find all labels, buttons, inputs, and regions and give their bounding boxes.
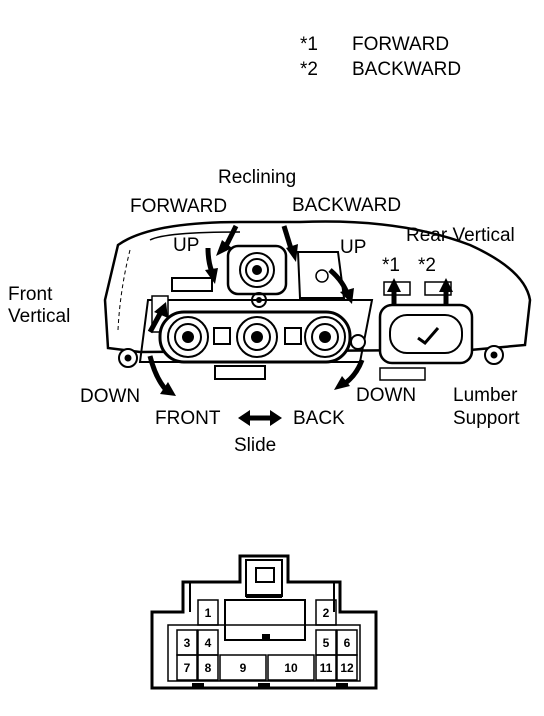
pin-label-11: 11 <box>320 661 333 675</box>
pin-label-6: 6 <box>344 636 351 650</box>
connector-top-slot <box>224 599 306 641</box>
housing-rim <box>149 231 241 241</box>
pin-label-3: 3 <box>184 636 191 650</box>
pin-cell-7 <box>176 654 198 681</box>
front-knob-ring-2 <box>174 323 202 351</box>
pin-cell-2 <box>315 599 337 626</box>
reclining-label: Reclining <box>218 167 297 188</box>
lumber-switch-frame <box>378 303 474 365</box>
front-vertical-label-line2: Vertical <box>8 306 71 327</box>
slide-back-label: BACK <box>293 408 345 429</box>
connector-nub-left <box>192 683 204 688</box>
center-knob-ring-3 <box>251 331 263 343</box>
rear-bracket-hole <box>315 269 329 283</box>
lumber-bottom-tab <box>379 367 426 381</box>
pin-label-8: 8 <box>205 661 212 675</box>
connector-nub-right <box>336 683 348 688</box>
pin-cell-9 <box>219 654 267 681</box>
lumber-switch-inner <box>389 314 463 354</box>
lumber-forward-arrowhead <box>387 278 401 292</box>
reclining-pivot <box>251 292 267 308</box>
center-mount-lug <box>350 334 366 350</box>
legend-key-2: *2 <box>300 59 318 80</box>
connector-inner-frame <box>167 624 361 682</box>
rear-down-arrowhead <box>334 376 350 390</box>
pin-label-7: 7 <box>184 661 191 675</box>
front-down-label: DOWN <box>80 386 141 407</box>
center-knob-ring-2 <box>243 323 271 351</box>
rear-bracket <box>296 251 346 299</box>
front-up-arrow <box>205 247 215 273</box>
switch-housing-outline <box>103 220 532 354</box>
lumber-backward-arrowhead <box>439 278 453 292</box>
slide-front-label: FRONT <box>155 408 221 429</box>
front-up-label: UP <box>173 235 200 256</box>
pin-label-10: 10 <box>284 661 298 675</box>
rear-down-arrow <box>342 359 365 387</box>
pin-label-2: 2 <box>323 606 330 620</box>
legend-value-2: BACKWARD <box>352 59 462 80</box>
reclining-knob-ring-1 <box>239 252 275 288</box>
left-mount-lug-hole <box>124 354 132 362</box>
reclining-forward-label: FORWARD <box>130 196 228 217</box>
reclining-forward-arrowhead <box>216 240 232 256</box>
rear-vertical-label: Rear Vertical <box>406 225 515 246</box>
center-knob-ring-1 <box>236 316 278 358</box>
rear-up-arrowhead <box>340 288 354 304</box>
pin-label-12: 12 <box>340 661 354 675</box>
rear-knob-ring-3 <box>319 331 331 343</box>
lumber-support-label-line2: Support <box>453 408 520 429</box>
pin-cell-8 <box>197 654 219 681</box>
slide-label: Slide <box>234 435 277 456</box>
pin-cell-11 <box>315 654 337 681</box>
connector-diagram: 1 2 3 4 5 6 7 8 9 10 11 12 <box>150 554 378 690</box>
front-vertical-label-line1: Front <box>8 284 53 305</box>
pin-label-1: 1 <box>205 606 212 620</box>
rear-knob-ring-2 <box>311 323 339 351</box>
lumber-star1-label: *1 <box>382 255 400 276</box>
pin-cell-10 <box>267 654 315 681</box>
rear-knob-ring-1 <box>304 316 346 358</box>
connector-latch-window <box>255 567 275 583</box>
rear-down-label: DOWN <box>356 385 417 406</box>
pin-cell-1 <box>197 599 219 626</box>
front-knob-square <box>213 327 231 345</box>
slide-tab <box>214 365 266 380</box>
rear-up-label: UP <box>340 237 367 258</box>
legend-value-1: FORWARD <box>352 34 450 55</box>
slide-arrow-left-head <box>238 410 250 426</box>
reclining-backward-arrowhead <box>286 244 298 262</box>
lumber-support-label-line1: Lumber <box>453 385 518 406</box>
right-mount-lug-hole <box>490 351 498 359</box>
reclining-knob-ring-3 <box>252 265 262 275</box>
front-knob-ring-1 <box>167 316 209 358</box>
slide-arrow-right-head <box>270 410 282 426</box>
lumber-star2-label: *2 <box>418 255 436 276</box>
connector-nub-center <box>258 683 270 688</box>
rear-knob-square <box>284 327 302 345</box>
connector-top-slot-mark <box>262 634 270 639</box>
lumber-switch-mark <box>417 327 440 346</box>
pin-label-4: 4 <box>205 636 212 650</box>
reclining-backward-label: BACKWARD <box>292 195 402 216</box>
pin-label-9: 9 <box>240 661 247 675</box>
reclining-pivot-inner <box>256 297 262 303</box>
pin-label-5: 5 <box>323 636 330 650</box>
reclining-knob-ring-2 <box>245 258 269 282</box>
front-vertical-arrowhead <box>154 302 168 318</box>
front-knob-ring-3 <box>182 331 194 343</box>
legend-key-1: *1 <box>300 34 318 55</box>
front-up-arrowhead <box>205 268 218 284</box>
front-down-arrowhead <box>160 382 176 396</box>
pin-cell-12 <box>336 654 358 681</box>
housing-dash <box>117 249 131 331</box>
front-vertical-tab <box>171 277 213 292</box>
